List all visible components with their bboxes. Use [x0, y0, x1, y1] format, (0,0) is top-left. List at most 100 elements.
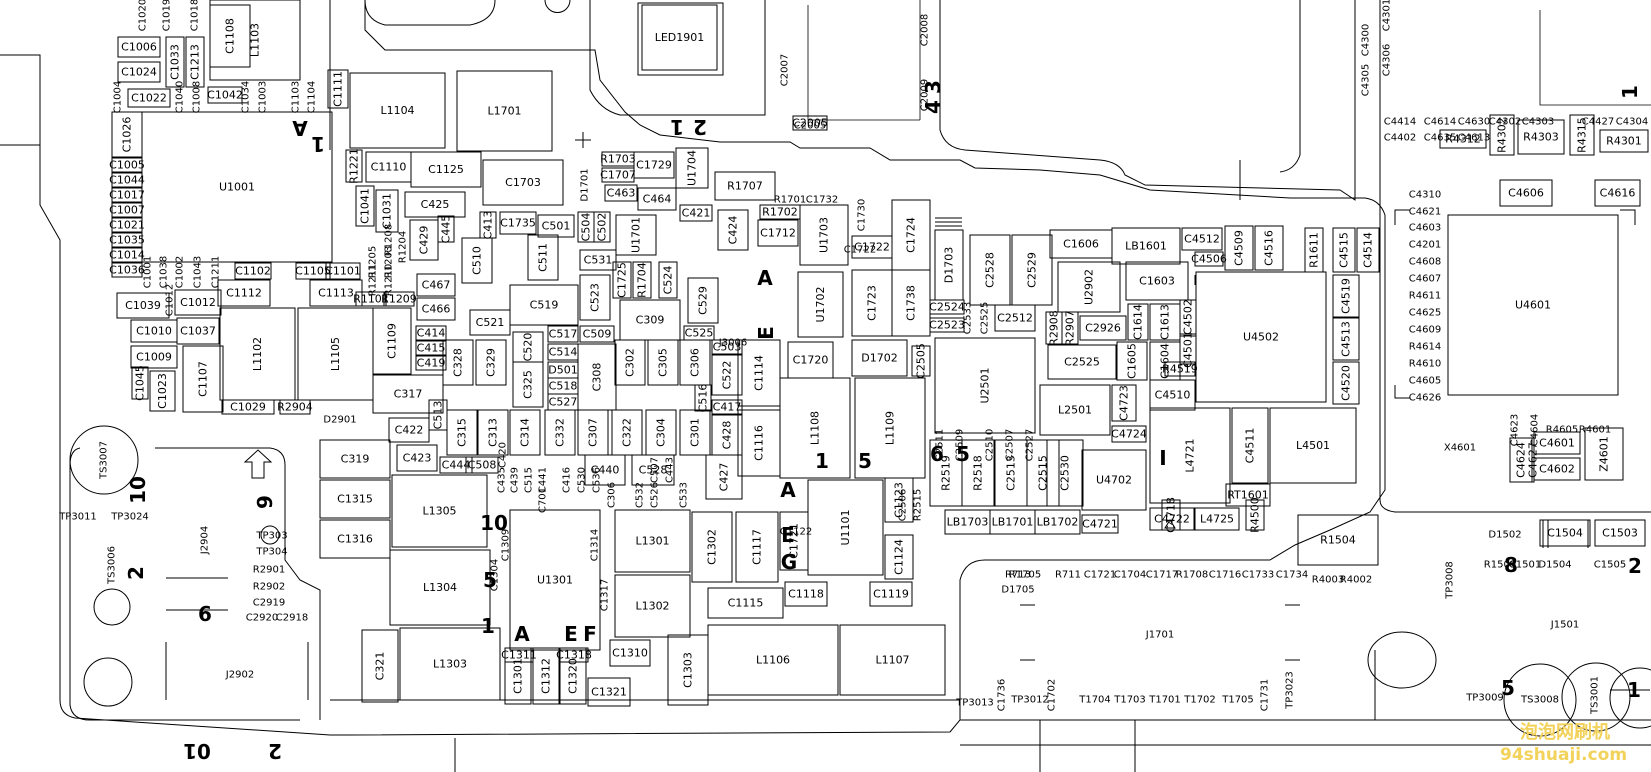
- component-c415: C415: [415, 340, 447, 356]
- component-outline: [579, 249, 617, 271]
- component-label: L1102: [251, 337, 264, 371]
- component-r4519: R4519: [1162, 361, 1198, 377]
- component-outline: [961, 439, 995, 507]
- component-outline: [1111, 384, 1137, 422]
- component-label: C1703: [505, 176, 541, 189]
- component-label: LB1601: [1125, 240, 1167, 253]
- ref-label: C2510: [985, 429, 996, 461]
- component-label: C1114: [753, 355, 766, 391]
- component-c2515: C2515: [1026, 439, 1060, 507]
- component-c1311: C1311: [501, 647, 537, 663]
- ref-label: C1122: [780, 527, 812, 538]
- component-label: U1301: [537, 574, 573, 587]
- component-outline: [632, 261, 652, 299]
- pin-mark: I: [1159, 446, 1166, 470]
- component-lb1701: LB1701: [989, 509, 1036, 535]
- component-outline: [593, 211, 611, 243]
- component-label: U1001: [219, 181, 255, 194]
- component-outline: [1039, 384, 1111, 436]
- ref-label: C1314: [590, 529, 601, 561]
- component-c317: C317: [372, 374, 444, 414]
- component-rt1601: RT1601: [1225, 483, 1271, 507]
- component-u1101: U1101: [807, 479, 884, 576]
- component-c4718: C4718: [1161, 497, 1181, 533]
- ref-label: R1705: [1009, 570, 1041, 581]
- component-r2518: R2518: [961, 439, 995, 507]
- component-c531: C531: [579, 249, 617, 271]
- component-label: C1035: [109, 234, 145, 247]
- ref-label: C4306: [1382, 44, 1393, 76]
- component-label: U4702: [1096, 474, 1132, 487]
- component-label: C422: [395, 424, 424, 437]
- component-c1115: C1115: [707, 587, 784, 619]
- pin-mark: 1: [670, 115, 684, 139]
- ref-label: C1704: [1114, 570, 1146, 581]
- component-c1109: C1109: [372, 307, 412, 375]
- component-c1123: C1123: [884, 477, 914, 523]
- component-c1614: C1614: [1127, 303, 1149, 341]
- component-c1044: C1044: [109, 172, 145, 188]
- component-c529: C529: [687, 277, 719, 324]
- ref-label: D1701: [580, 168, 591, 201]
- component-label: C1729: [636, 159, 672, 172]
- component-c2512: C2512: [994, 304, 1036, 332]
- component-label: C1735: [500, 217, 536, 230]
- component-c424: C424: [717, 209, 749, 251]
- component-outline: [705, 454, 743, 500]
- component-label: C464: [643, 193, 672, 206]
- component-outline: [391, 474, 488, 548]
- component-c308: C308: [577, 343, 617, 411]
- component-c1105: C1105: [295, 262, 331, 280]
- ref-label: C439: [510, 467, 521, 493]
- component-outline: [1584, 427, 1624, 481]
- component-c522: C522: [711, 354, 743, 396]
- ref-label: R1210: [384, 264, 395, 296]
- ref-label: C4300: [1361, 24, 1372, 56]
- ref-label: D1502: [1488, 530, 1521, 541]
- component-outline: [509, 284, 579, 326]
- pin-mark: 5: [483, 568, 497, 592]
- component-label: C2926: [1085, 322, 1121, 335]
- ref-label: C4608: [1409, 257, 1441, 268]
- component-c504: C504: [577, 211, 595, 243]
- component-label: U2902: [1083, 269, 1096, 305]
- component-outline: [439, 456, 473, 474]
- component-label: L1301: [635, 535, 669, 548]
- component-label: C1109: [386, 323, 399, 359]
- component-label: C1320: [567, 658, 580, 694]
- component-c1723: C1723: [851, 269, 893, 337]
- component-label: R4315: [1576, 117, 1589, 153]
- component-c1045: C1045: [131, 365, 149, 401]
- component-l1301: L1301: [614, 509, 691, 573]
- component-c2523: C2523: [929, 317, 965, 333]
- component-label: R2518: [972, 455, 985, 491]
- component-label: C1110: [371, 161, 407, 174]
- component-outline: [1599, 129, 1649, 153]
- component-c1031: C1031: [375, 189, 399, 233]
- component-label: L1108: [809, 411, 822, 445]
- component-r4302: R4302: [1489, 114, 1515, 156]
- component-c419: C419: [415, 355, 447, 371]
- ref-label: R1211: [368, 264, 379, 296]
- component-outline: [1594, 519, 1646, 547]
- component-l4721: L4721: [1149, 407, 1231, 504]
- component-outline: [389, 549, 491, 626]
- component-outline: [1125, 261, 1189, 301]
- component-outline: [694, 384, 712, 412]
- component-label: U4601: [1515, 299, 1551, 312]
- component-r4312: R4312: [1439, 129, 1487, 149]
- component-outline: [325, 262, 361, 280]
- component-label: C1005: [109, 159, 145, 172]
- component-label: C1017: [109, 189, 145, 202]
- component-outline: [477, 409, 509, 456]
- component-outline: [604, 184, 638, 202]
- component-label: C425: [421, 198, 450, 211]
- component-label: C1113: [318, 287, 354, 300]
- component-label: C1115: [728, 597, 764, 610]
- component-label: L4721: [1184, 438, 1197, 472]
- component-label: C502: [596, 213, 609, 242]
- component-label: C1006: [121, 41, 157, 54]
- ref-label: C1211: [211, 256, 222, 288]
- pin-mark: 2: [1628, 554, 1642, 578]
- component-c1107: C1107: [182, 345, 224, 413]
